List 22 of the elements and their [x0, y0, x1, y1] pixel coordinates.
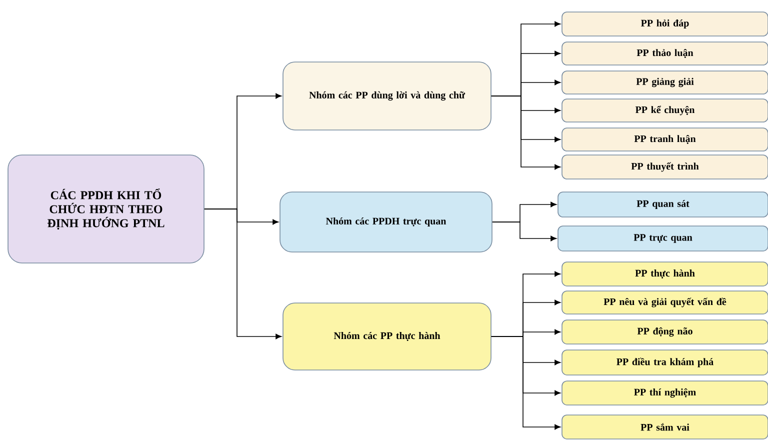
arrow — [204, 208, 282, 340]
arrow — [491, 96, 561, 170]
group-box: Nhóm các PP thực hành — [282, 302, 492, 370]
arrow — [491, 336, 561, 430]
method-box: PP nêu và giải quyết vấn đề — [562, 290, 768, 314]
method-box: PP kể chuyện — [562, 98, 768, 122]
group-box: Nhóm các PP dùng lời và dùng chữ — [282, 62, 492, 130]
arrow — [492, 222, 557, 242]
method-box: PP thí nghiệm — [562, 380, 768, 406]
method-box: PP quan sát — [558, 192, 768, 218]
method-box: PP tranh luận — [562, 128, 768, 152]
method-box: PP động não — [562, 320, 768, 344]
method-box: PP điều tra khám phá — [562, 350, 768, 376]
root-box: CÁC PPDH KHI TỔ CHỨC HĐTN THEO ĐỊNH HƯỚNG PTNL — [8, 154, 204, 264]
method-box: PP thuyết trình — [562, 154, 768, 180]
method-box: PP thực hành — [562, 262, 768, 286]
method-box: PP hỏi đáp — [562, 12, 768, 36]
method-box: PP thảo luận — [562, 42, 768, 66]
method-box: PP giảng giải — [562, 70, 768, 94]
method-box: PP sắm vai — [562, 414, 768, 440]
method-box: PP trực quan — [558, 226, 768, 252]
group-box: Nhóm các PPDH trực quan — [280, 192, 492, 252]
